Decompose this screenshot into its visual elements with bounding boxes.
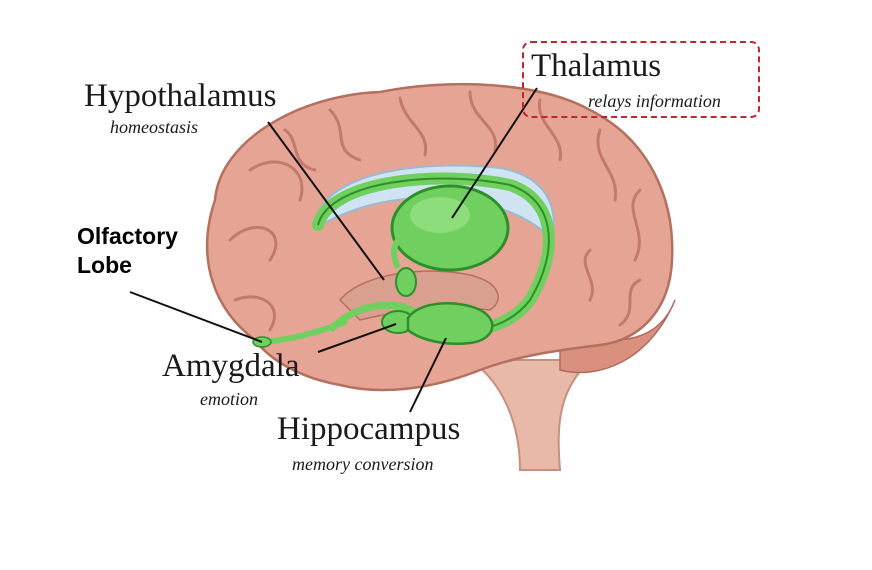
hippocampus-title: Hippocampus [277, 411, 461, 447]
brain-stem [466, 359, 593, 471]
olfactory-label-line1: Olfactory [77, 223, 178, 249]
hypothalamus-caption: homeostasis [110, 117, 199, 137]
olfactory-leader [129, 291, 263, 343]
hippocampus-shape [406, 302, 494, 345]
hypothalamus-title: Hypothalamus [84, 78, 277, 114]
amygdala-caption: emotion [200, 389, 258, 409]
hypothalamus-leader [267, 121, 385, 281]
thalamus-highlight-box [522, 41, 760, 118]
hippocampus-caption: memory conversion [292, 454, 434, 474]
thalamus-title: Thalamus [531, 48, 662, 84]
hypothalamus-shape [395, 267, 417, 297]
hippocampus-leader [409, 337, 447, 413]
thalamus-caption: relays information [588, 91, 721, 111]
amygdala-title: Amygdala [162, 348, 300, 384]
olfactory-label-line2: Lobe [77, 252, 132, 278]
brain-folds [228, 90, 642, 332]
amygdala-leader [317, 323, 397, 353]
